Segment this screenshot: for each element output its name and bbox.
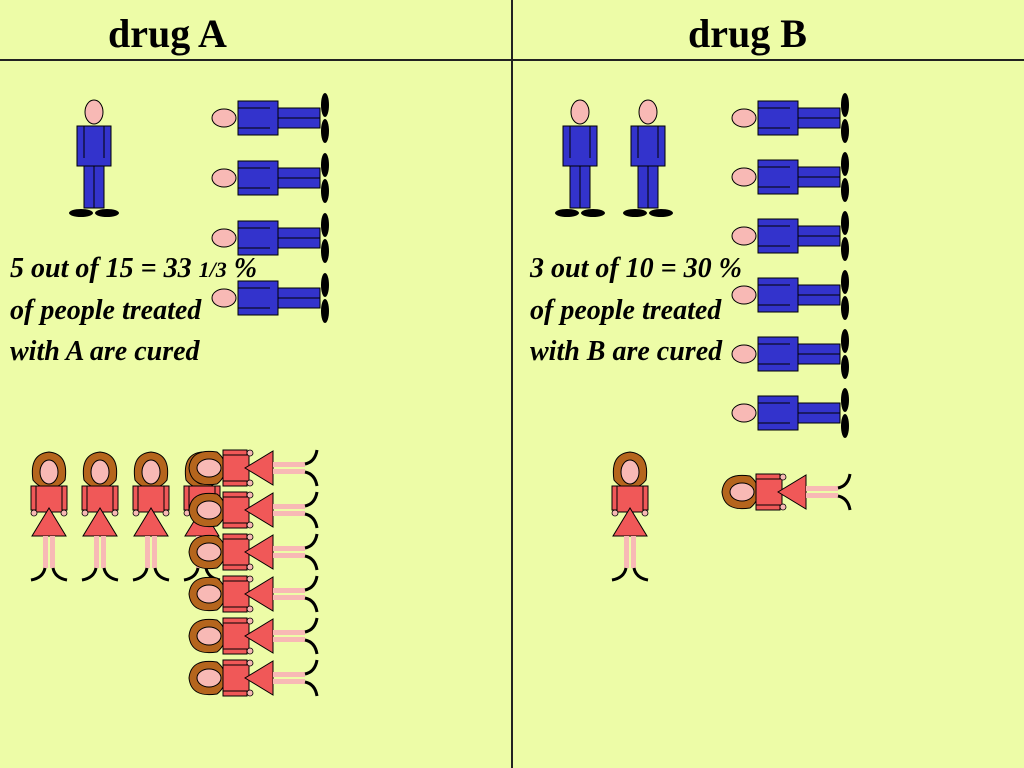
panel-divider (511, 0, 513, 768)
drug-a-rate-fraction: 1/3 (198, 257, 227, 282)
drug-b-title: drug B (688, 11, 807, 56)
drug-a-rate-percent: % (226, 253, 258, 284)
drug-a-not-cured-woman (187, 616, 319, 656)
drug-a-cured-woman (80, 450, 120, 582)
drug-a-not-cured-woman (187, 490, 319, 530)
drug-a-rate-line2: of people treated (10, 295, 202, 326)
drug-a-cured-woman (131, 450, 171, 582)
drug-b-cure-rate-text: 3 out of 10 = 30 % of people treated wit… (530, 248, 742, 372)
drug-a-cured-man (68, 99, 120, 218)
drug-b-cured-woman (610, 450, 650, 582)
drug-b-cured-man (554, 99, 606, 218)
drug-a-not-cured-woman (187, 532, 319, 572)
drug-b-not-cured-man (731, 92, 850, 144)
drug-b-not-cured-man (731, 269, 850, 321)
drug-b-rate-main: 3 out of 10 = 30 % (530, 253, 742, 284)
drug-a-rate-line3: with A are cured (10, 336, 200, 367)
drug-a-not-cured-man (211, 212, 330, 264)
drug-a-cure-rate-text: 5 out of 15 = 33 1/3 % of people treated… (10, 248, 257, 372)
drug-a-not-cured-woman (187, 658, 319, 698)
drug-b-rate-line2: of people treated (530, 295, 722, 326)
drug-b-not-cured-man (731, 387, 850, 439)
drug-b-rate-line3: with B are cured (530, 336, 723, 367)
drug-b-not-cured-woman (720, 472, 852, 512)
drug-b-not-cured-man (731, 210, 850, 262)
drug-a-not-cured-woman (187, 574, 319, 614)
drug-a-not-cured-man (211, 152, 330, 204)
drug-b-cured-man (622, 99, 674, 218)
drug-a-title: drug A (108, 11, 227, 56)
drug-a-not-cured-woman (187, 448, 319, 488)
drug-b-not-cured-man (731, 328, 850, 380)
drug-a-not-cured-man (211, 272, 330, 324)
drug-a-not-cured-man (211, 92, 330, 144)
drug-a-cured-woman (29, 450, 69, 582)
drug-a-rate-main: 5 out of 15 = 33 (10, 253, 199, 284)
drug-b-not-cured-man (731, 151, 850, 203)
